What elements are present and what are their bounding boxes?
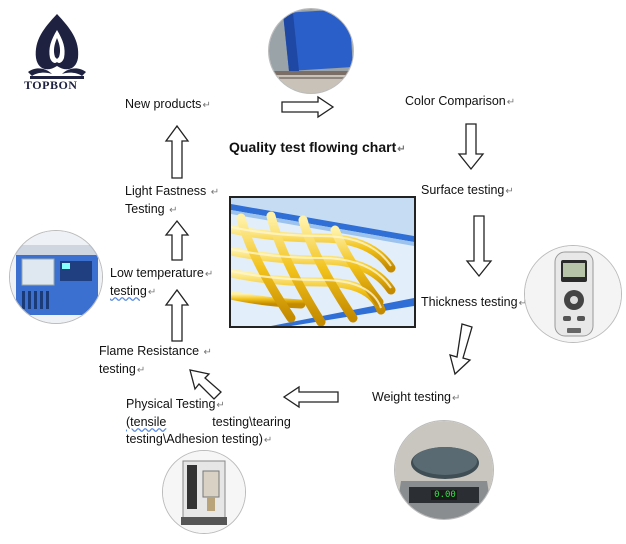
- block-arrow-icon: [189, 369, 222, 400]
- scale-display: 0.00: [434, 490, 456, 500]
- block-arrow-icon: [164, 124, 190, 179]
- block-arrow-icon: [449, 323, 473, 376]
- step-low-temperature: Low temperature↵ testing↵: [110, 266, 214, 298]
- brand-name: TOPBON: [24, 78, 78, 92]
- block-arrow-icon: [164, 288, 190, 342]
- step-new-products: New products↵: [125, 97, 211, 111]
- photo-color-comparison: [268, 8, 354, 94]
- block-arrow-icon: [457, 123, 485, 171]
- topbon-logo-icon: [28, 14, 86, 79]
- photo-climate-chamber: [9, 230, 103, 324]
- step-thickness-testing: Thickness testing↵: [421, 295, 527, 309]
- chart-title: Quality test flowing chart↵: [229, 139, 406, 155]
- step-flame-resistance: Flame Resistance ↵ testing↵: [99, 344, 212, 376]
- step-surface-testing: Surface testing↵: [421, 183, 514, 197]
- block-arrow-icon: [164, 219, 190, 261]
- block-arrow-icon: [465, 215, 493, 278]
- photo-tensile-tester: [162, 450, 246, 534]
- block-arrow-icon: [281, 95, 335, 119]
- block-arrow-icon: [282, 385, 339, 409]
- step-light-fastness: Light Fastness ↵ Testing ↵: [125, 184, 220, 216]
- photo-weight-scale: 0.00: [394, 420, 494, 520]
- step-weight-testing: Weight testing↵: [372, 390, 461, 404]
- step-color-comparison: Color Comparison↵: [405, 94, 516, 108]
- fabric-illustration: [229, 196, 416, 328]
- photo-thickness-gauge: [524, 245, 622, 343]
